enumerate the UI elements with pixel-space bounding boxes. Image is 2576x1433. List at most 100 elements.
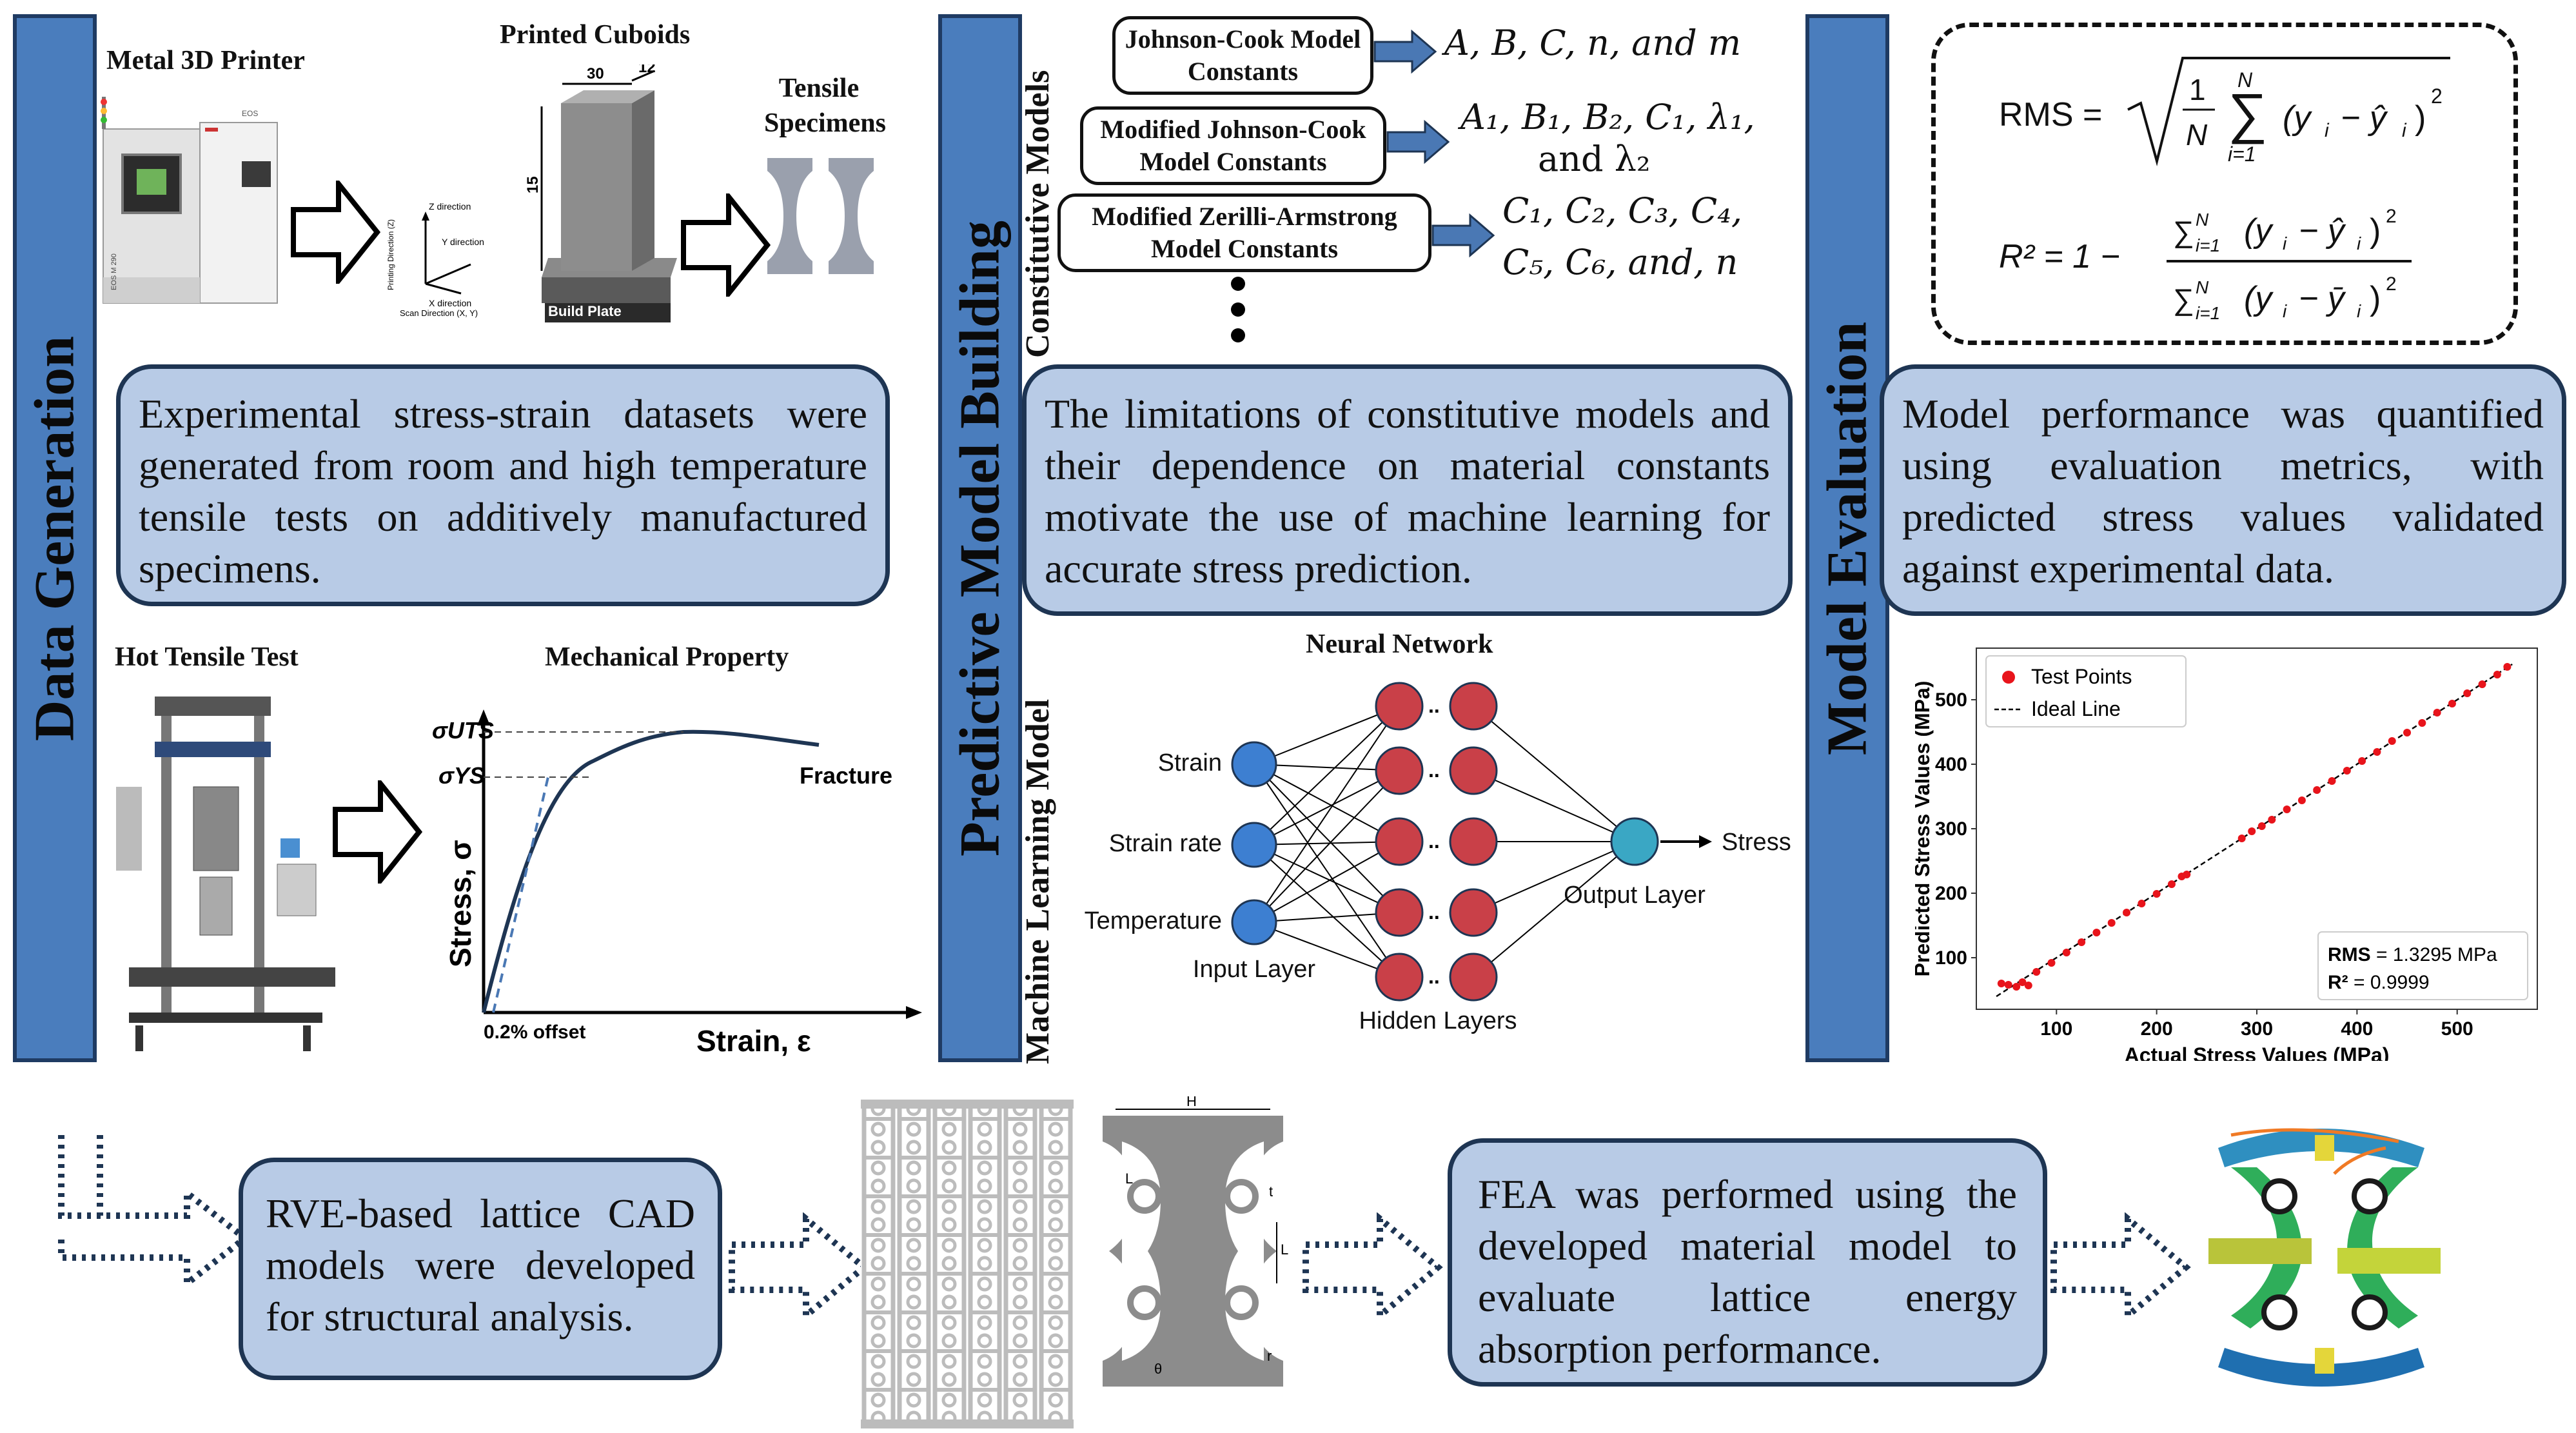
legend-label-line: Ideal Line <box>2031 697 2121 720</box>
test-point <box>2138 900 2146 907</box>
constitutive-models-title: Constitutive Models <box>1019 70 1056 358</box>
metal-3d-printer-image: EOS EOS M 290 <box>101 97 278 304</box>
metric-rms: RMS = 1.3295 MPa <box>2328 944 2497 965</box>
metric-box <box>2317 931 2528 1000</box>
svg-text:∑: ∑ <box>2173 282 2194 316</box>
dotted-arrow-4 <box>2050 1212 2191 1322</box>
printer-model-text: EOS M 290 <box>110 253 118 290</box>
svg-text:RMS =: RMS = <box>1999 96 2102 133</box>
test-point <box>2268 816 2276 824</box>
mjc-constants-1: A₁, B₁, B₂, C₁, λ₁, <box>1460 97 1755 137</box>
dotted-arrow-3 <box>1303 1212 1443 1322</box>
y-tick-label: 500 <box>1935 689 1967 711</box>
svg-text:Input Layer: Input Layer <box>1193 956 1315 983</box>
svg-text:i=1: i=1 <box>2196 235 2220 255</box>
mechanical-property-label: Mechanical Property <box>545 642 789 672</box>
metrics-formulas: RMS = 1 N ∑ N i=1 (y i − ŷ i ) 2 R² = 1 … <box>1999 57 2450 323</box>
x-tick-label: 100 <box>2040 1018 2072 1040</box>
mza-constants-1: C₁, C₂, C₃, C₄, <box>1502 190 1743 231</box>
svg-text:Fracture: Fracture <box>800 762 892 789</box>
test-point <box>2018 978 2027 986</box>
test-point <box>2463 689 2472 697</box>
axis-triad: Z direction Y direction X direction Scan… <box>386 201 484 318</box>
legend-box <box>1985 655 2187 727</box>
model-evaluation-title: Model Evaluation <box>1816 321 1879 755</box>
jc-arrow <box>1373 29 1437 74</box>
svg-text:t: t <box>1269 1183 1273 1200</box>
predictive-description: The limitations of constitutive models a… <box>1022 364 1793 616</box>
test-point <box>2032 968 2041 976</box>
svg-text:∑: ∑ <box>2173 215 2194 248</box>
svg-text:Temperature: Temperature <box>1085 907 1222 934</box>
test-point <box>2092 929 2101 936</box>
metric-r2: R² = 0.9999 <box>2328 972 2430 993</box>
test-point <box>2183 871 2191 878</box>
svg-text:Stress: Stress <box>1722 829 1791 856</box>
y-tick-label: 300 <box>1935 818 1967 840</box>
svg-text:L: L <box>1281 1241 1288 1258</box>
svg-text:X direction: X direction <box>429 298 471 308</box>
svg-text:Printing Direction (Z): Printing Direction (Z) <box>386 219 395 290</box>
test-point <box>2024 982 2032 989</box>
svg-text:(y: (y <box>2244 212 2274 250</box>
svg-text:− ȳ: − ȳ <box>2299 280 2346 317</box>
dotted-arrow-left <box>58 1135 251 1290</box>
svg-text:θ: θ <box>1154 1361 1162 1377</box>
y-tick-label: 100 <box>1935 947 1967 969</box>
dotted-arrow-2 <box>729 1212 869 1322</box>
test-point <box>2123 909 2131 916</box>
modified-johnson-cook-box: Modified Johnson-Cook Model Constants <box>1080 106 1386 185</box>
rve-description: RVE-based lattice CAD models were develo… <box>239 1158 722 1380</box>
svg-text:Stress, σ: Stress, σ <box>444 840 477 967</box>
test-point <box>2358 757 2366 765</box>
svg-text:..: .. <box>1428 900 1440 924</box>
test-point <box>2078 938 2086 946</box>
svg-text:..: .. <box>1428 694 1440 717</box>
svg-text:2: 2 <box>2386 273 2397 295</box>
svg-text:Z direction: Z direction <box>429 201 471 212</box>
svg-text:Scan Direction (X, Y): Scan Direction (X, Y) <box>400 308 478 318</box>
svg-text:(y: (y <box>2244 280 2274 317</box>
test-point <box>2004 981 2012 989</box>
svg-text:σUTS: σUTS <box>432 717 494 744</box>
legend-marker-points <box>2002 671 2015 684</box>
svg-text:H: H <box>1186 1096 1197 1109</box>
test-point <box>2433 709 2441 716</box>
mjc-constants-2: and λ₂ <box>1538 139 1651 179</box>
printed-cuboid-image: 30 12 15 Build Plate <box>524 64 677 322</box>
svg-text:Build Plate: Build Plate <box>548 303 622 319</box>
svg-text:2: 2 <box>2386 206 2397 227</box>
svg-text:N: N <box>2196 210 2209 230</box>
stress-strain-curve: σUTS σYS Fracture Stress, σ Strain, ε 0.… <box>432 709 922 1058</box>
cuboids-label: Printed Cuboids <box>500 20 691 50</box>
svg-text:− ŷ: − ŷ <box>2299 212 2346 250</box>
svg-text:Y direction: Y direction <box>442 237 484 247</box>
svg-text:i: i <box>2357 301 2361 321</box>
test-point <box>2388 737 2396 745</box>
svg-text:0.2% offset: 0.2% offset <box>484 1022 585 1043</box>
x-tick-label: 500 <box>2441 1018 2473 1040</box>
svg-text:N: N <box>2237 68 2253 92</box>
svg-text:2: 2 <box>2431 84 2443 108</box>
svg-text:..: .. <box>1428 965 1440 988</box>
mjc-arrow <box>1386 119 1450 164</box>
svg-text:i: i <box>2357 233 2361 253</box>
hollow-arrow-3 <box>333 780 422 884</box>
svg-text:): ) <box>2415 99 2426 137</box>
x-tick-label: 200 <box>2141 1018 2173 1040</box>
svg-text:..: .. <box>1428 758 1440 782</box>
svg-text:EOS: EOS <box>242 109 258 118</box>
hollow-arrow-2 <box>681 193 771 297</box>
test-point <box>2418 719 2426 727</box>
predictive-model-title: Predictive Model Building <box>949 220 1012 856</box>
test-point <box>2152 890 2161 898</box>
mza-arrow <box>1431 213 1495 258</box>
johnson-cook-box: Johnson-Cook Model Constants <box>1112 16 1373 95</box>
svg-text:i=1: i=1 <box>2196 303 2220 323</box>
svg-text:15: 15 <box>524 176 542 193</box>
legend-label-points: Test Points <box>2031 665 2132 688</box>
mza-constants-2: C₅, C₆, and, n <box>1502 242 1738 282</box>
svg-text:): ) <box>2370 212 2381 250</box>
